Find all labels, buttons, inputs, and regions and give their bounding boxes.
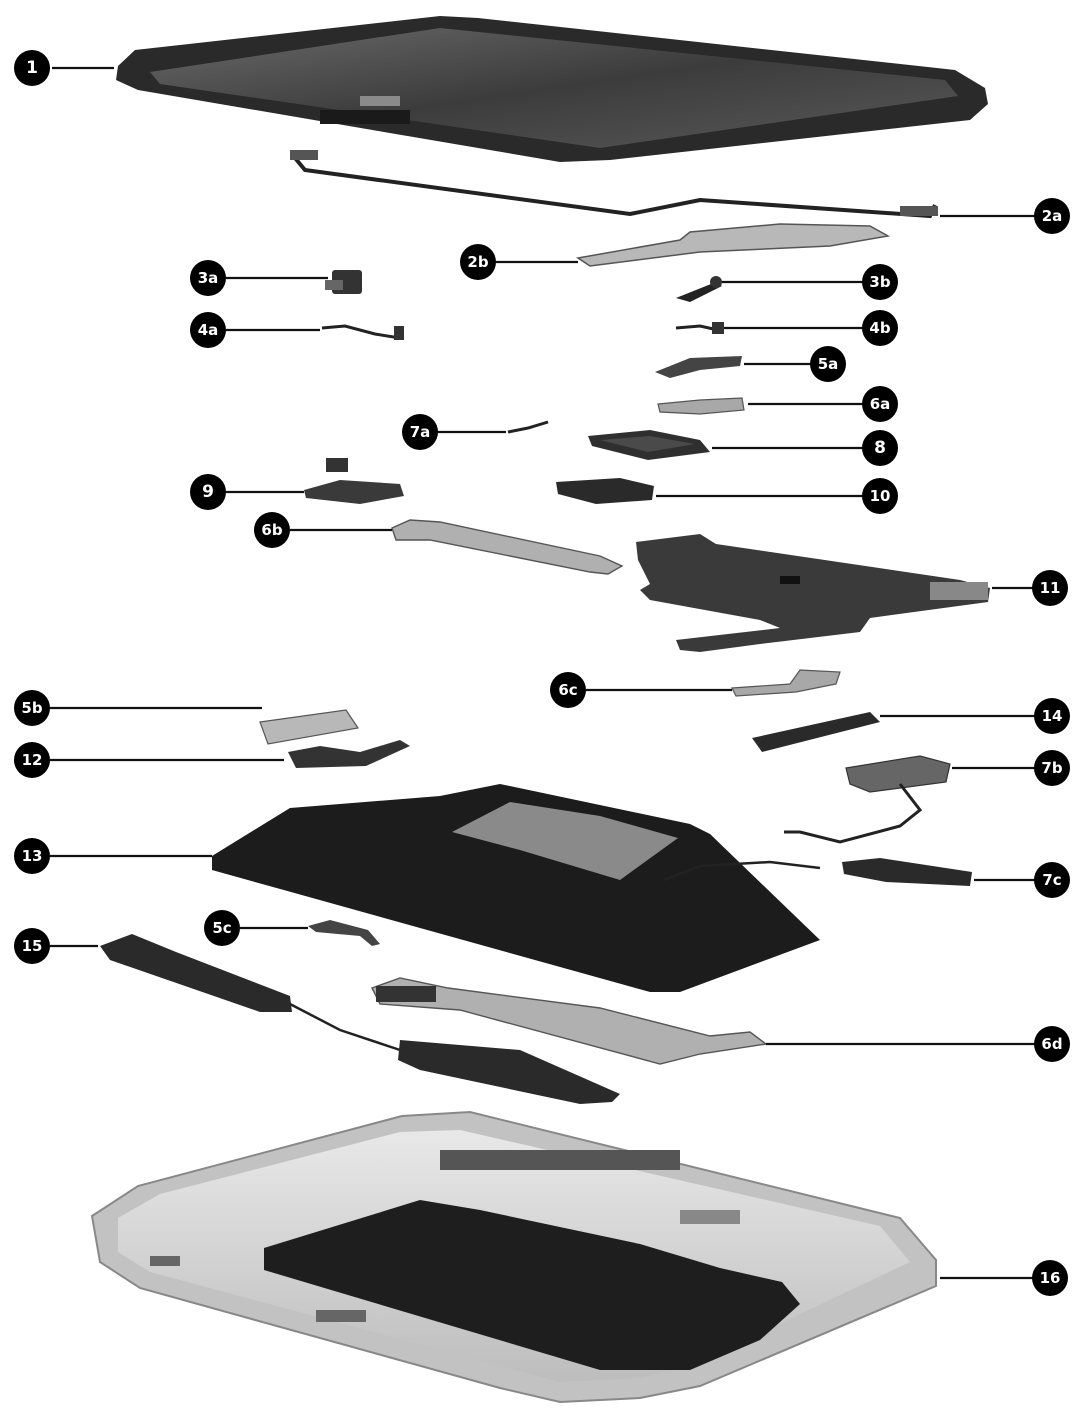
- callout-6d: 6d: [1034, 1026, 1070, 1062]
- callout-16: 16: [1032, 1260, 1068, 1296]
- battery: [212, 784, 820, 992]
- component-3a: [325, 270, 362, 294]
- speaker-assembly: [100, 934, 620, 1104]
- callout-9: 9: [190, 474, 226, 510]
- callout-label-15: 15: [22, 937, 43, 955]
- callout-label-5a: 5a: [818, 355, 839, 373]
- callout-label-3b: 3b: [869, 273, 890, 291]
- callout-label-13: 13: [22, 847, 43, 865]
- callout-15: 15: [14, 928, 50, 964]
- callout-8: 8: [862, 430, 898, 466]
- callout-2b: 2b: [460, 244, 496, 280]
- callout-label-7c: 7c: [1042, 871, 1061, 889]
- callout-13: 13: [14, 838, 50, 874]
- base-enclosure: [90, 1110, 937, 1404]
- callout-label-7a: 7a: [410, 423, 431, 441]
- flex-6c: [731, 669, 841, 697]
- bracket-5c: [308, 920, 380, 946]
- callout-5b: 5b: [14, 690, 50, 726]
- callout-4b: 4b: [862, 310, 898, 346]
- callout-label-7b: 7b: [1041, 759, 1062, 777]
- callout-7a: 7a: [402, 414, 438, 450]
- callout-label-14: 14: [1042, 707, 1063, 725]
- callout-10: 10: [862, 478, 898, 514]
- callout-1: 1: [14, 50, 50, 86]
- callout-label-11: 11: [1040, 579, 1061, 597]
- callout-6c: 6c: [550, 672, 586, 708]
- flex-6b: [391, 519, 624, 575]
- callout-label-2a: 2a: [1042, 207, 1063, 225]
- callout-6b: 6b: [254, 512, 290, 548]
- board-14: [752, 712, 880, 752]
- callout-7b: 7b: [1034, 750, 1070, 786]
- callout-7c: 7c: [1034, 862, 1070, 898]
- callout-label-3a: 3a: [198, 269, 219, 287]
- callout-label-4b: 4b: [869, 319, 890, 337]
- callout-label-9: 9: [202, 482, 214, 502]
- module-8: [588, 430, 710, 460]
- callout-label-5b: 5b: [21, 699, 42, 717]
- callout-label-6b: 6b: [261, 521, 282, 539]
- bracket-5a: [655, 356, 742, 378]
- callout-label-1: 1: [26, 58, 38, 78]
- callout-5a: 5a: [810, 346, 846, 382]
- callouts: 1 2a 2b 3a 3b 4a 4b 5a 6a 7a 8 9 10 6b 1…: [14, 50, 1070, 1296]
- callout-label-6c: 6c: [558, 681, 577, 699]
- component-3b: [676, 276, 722, 302]
- cable-4a: [321, 324, 404, 340]
- callout-label-2b: 2b: [467, 253, 488, 271]
- flex-6a: [657, 397, 745, 415]
- callout-label-16: 16: [1040, 1269, 1061, 1287]
- cable-2b: [576, 223, 891, 267]
- leader-lines: [50, 66, 1036, 1280]
- callout-6a: 6a: [862, 386, 898, 422]
- callout-label-4a: 4a: [198, 321, 219, 339]
- flex-6d: [371, 977, 768, 1065]
- component-4b: [675, 322, 724, 334]
- callout-label-6a: 6a: [870, 395, 891, 413]
- cable-7a: [507, 420, 549, 434]
- callout-12: 12: [14, 742, 50, 778]
- callout-14: 14: [1034, 698, 1070, 734]
- callout-label-8: 8: [874, 438, 886, 458]
- callout-11: 11: [1032, 570, 1068, 606]
- callout-4a: 4a: [190, 312, 226, 348]
- callout-5c: 5c: [204, 910, 240, 946]
- antenna-7b: [784, 755, 951, 844]
- module-12: [288, 740, 410, 768]
- callout-2a: 2a: [1034, 198, 1070, 234]
- callout-3b: 3b: [862, 264, 898, 300]
- callout-3a: 3a: [190, 260, 226, 296]
- system-board: [636, 534, 990, 652]
- callout-label-10: 10: [870, 487, 891, 505]
- antenna-7c: [663, 858, 972, 886]
- board-10: [556, 478, 654, 504]
- plate-5b: [259, 709, 360, 745]
- callout-label-5c: 5c: [212, 919, 231, 937]
- callout-label-12: 12: [22, 751, 43, 769]
- board-9: [304, 458, 404, 504]
- callout-label-6d: 6d: [1041, 1035, 1062, 1053]
- cable-2a: [290, 150, 938, 219]
- display-assembly: [116, 16, 988, 162]
